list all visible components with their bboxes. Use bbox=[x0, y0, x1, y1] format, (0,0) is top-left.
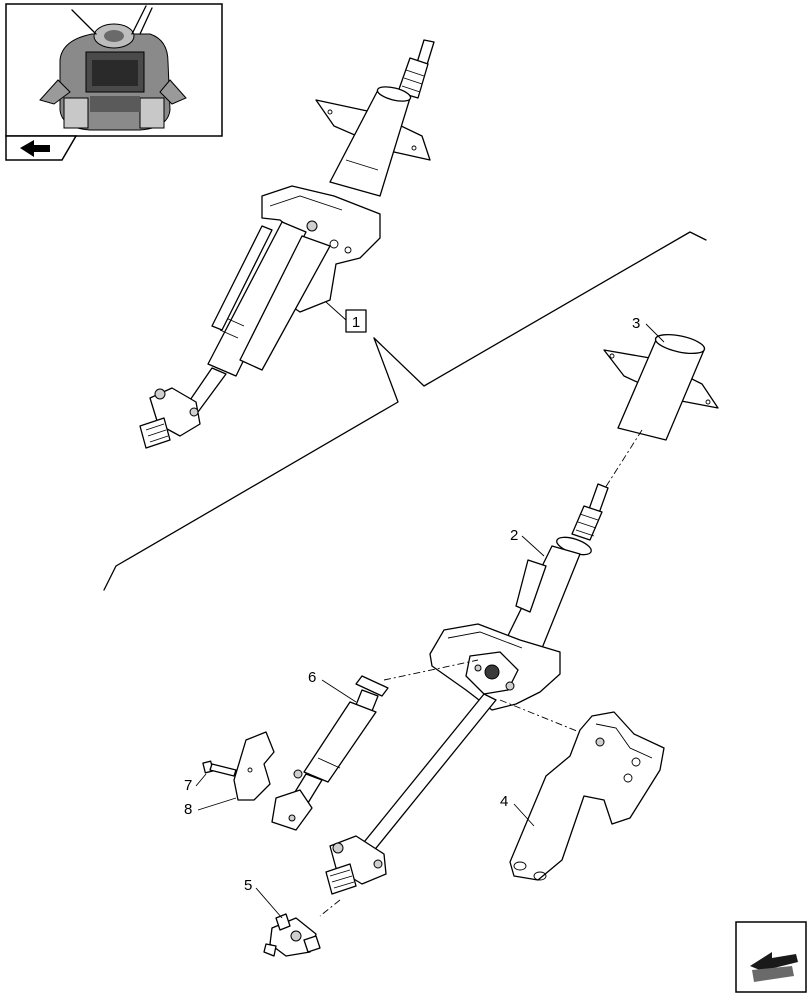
leader-7 bbox=[195, 773, 207, 787]
frame-line-lower bbox=[103, 337, 399, 591]
callout-5-label: 5 bbox=[244, 877, 252, 894]
frame-line-upper bbox=[373, 231, 707, 387]
callout-1-label: 1 bbox=[352, 314, 360, 331]
axis-line-6 bbox=[383, 659, 479, 681]
leader-6 bbox=[321, 679, 357, 703]
part-2-steering-column[interactable] bbox=[325, 483, 609, 895]
assembly-steering-column[interactable] bbox=[139, 39, 435, 449]
part-3-column-tube[interactable] bbox=[603, 331, 719, 441]
cab-thumbnail[interactable] bbox=[5, 3, 223, 161]
axis-line-3 bbox=[599, 429, 643, 497]
leader-4 bbox=[513, 803, 535, 827]
callout-7-label: 7 bbox=[184, 777, 192, 794]
callout-6-label: 6 bbox=[308, 669, 316, 686]
axis-line-5 bbox=[319, 899, 341, 917]
callout-box-1 bbox=[345, 309, 367, 333]
part-4-support-bracket[interactable] bbox=[509, 711, 665, 881]
leader-1 bbox=[325, 301, 347, 321]
callout-3-label: 3 bbox=[632, 315, 640, 332]
part-8-cover-plate[interactable] bbox=[233, 731, 275, 801]
part-7-screw[interactable] bbox=[202, 760, 237, 777]
leader-2 bbox=[521, 535, 545, 557]
leader-3 bbox=[645, 323, 665, 343]
arrow-left-icon[interactable] bbox=[20, 140, 50, 157]
leader-5 bbox=[255, 887, 283, 919]
leader-8 bbox=[197, 797, 237, 811]
callout-8-label: 8 bbox=[184, 801, 192, 818]
part-6-gas-spring[interactable] bbox=[271, 675, 389, 831]
part-5-universal-joint[interactable] bbox=[263, 913, 321, 957]
callout-2-label: 2 bbox=[510, 527, 518, 544]
callout-4-label: 4 bbox=[500, 793, 508, 810]
arrow-next-icon[interactable] bbox=[735, 921, 807, 993]
